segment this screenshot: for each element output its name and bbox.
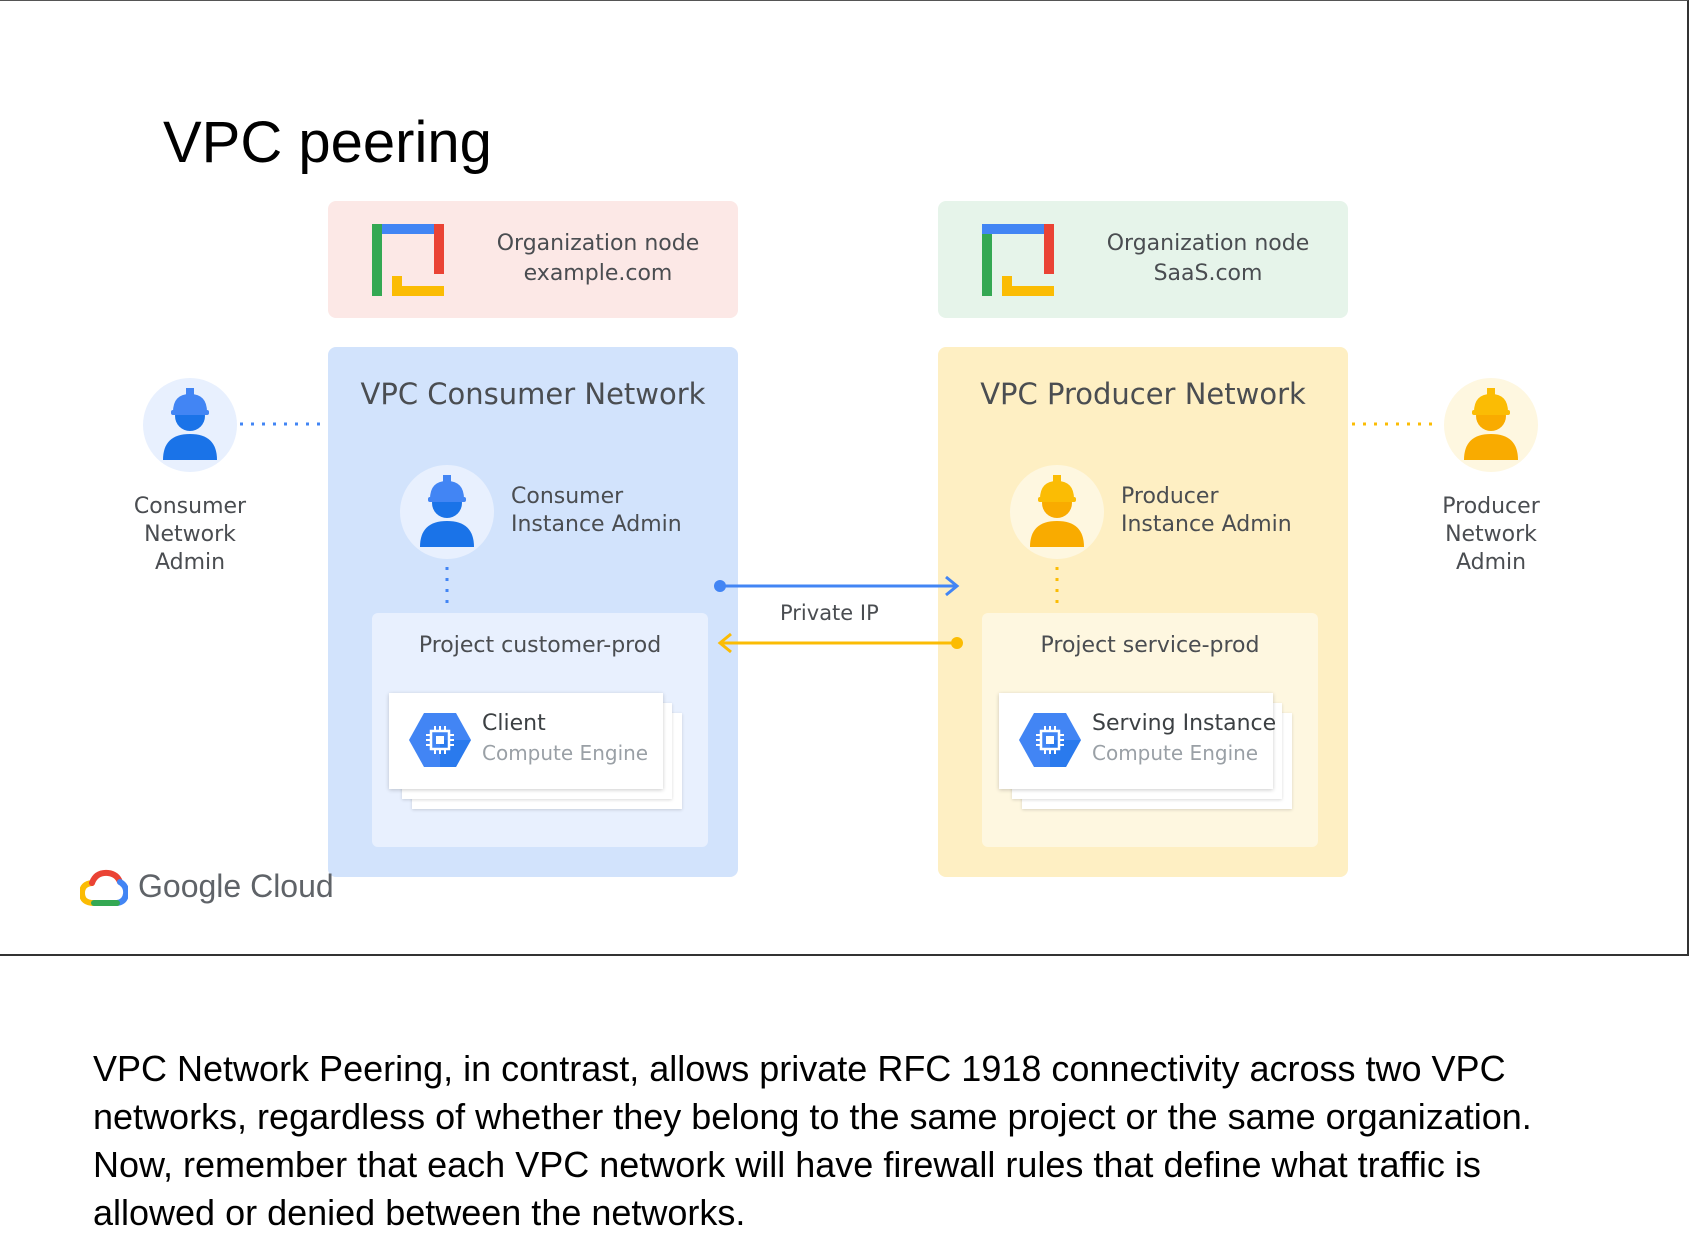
- producer-instance-admin-line2: Instance Admin: [1121, 512, 1292, 537]
- serving-instance-name: Serving Instance: [1092, 711, 1277, 736]
- producer-org-label-line2: SaaS.com: [1153, 261, 1263, 286]
- consumer-network-admin-line3: Admin: [154, 550, 226, 575]
- organization-icon: [982, 224, 1054, 296]
- consumer-network-admin-label: Consumer Network Admin: [110, 493, 270, 577]
- producer-instance-admin-avatar: [1010, 465, 1104, 559]
- consumer-network-title: VPC Consumer Network: [360, 377, 706, 411]
- connector-lines: [240, 422, 1440, 654]
- serving-instance-card: Serving Instance Compute Engine: [999, 693, 1277, 789]
- client-instance-name: Client: [482, 711, 546, 736]
- producer-instance-admin-label: Producer Instance Admin: [1121, 483, 1292, 539]
- private-ip-arrow-to-consumer: [717, 632, 963, 654]
- slide-title: VPC peering: [163, 110, 492, 175]
- producer-network-admin-label: Producer Network Admin: [1411, 493, 1571, 577]
- consumer-project-title: Project customer-prod: [418, 633, 662, 658]
- consumer-network-admin-line1: Consumer: [133, 494, 247, 519]
- consumer-instance-admin-line1: Consumer: [511, 484, 624, 509]
- compute-engine-icon: [409, 713, 471, 767]
- organization-icon: [372, 224, 444, 296]
- private-ip-arrow-to-producer: [714, 575, 960, 597]
- serving-instance-type: Compute Engine: [1092, 741, 1259, 765]
- consumer-org-label: Organization node example.com: [468, 229, 728, 289]
- producer-network-admin-line2: Network: [1445, 522, 1537, 547]
- client-instance-type: Compute Engine: [482, 741, 649, 765]
- admin-hardhat-icon: [163, 388, 217, 460]
- consumer-instance-admin-label: Consumer Instance Admin: [511, 483, 682, 539]
- consumer-org-node: Organization node example.com: [328, 201, 738, 318]
- consumer-network-admin-line2: Network: [144, 522, 236, 547]
- consumer-network-admin-avatar: [143, 378, 237, 472]
- private-ip-label: Private IP: [780, 601, 879, 625]
- producer-org-label: Organization node SaaS.com: [1078, 229, 1338, 289]
- admin-hardhat-icon: [1030, 475, 1084, 547]
- compute-engine-icon: [1019, 713, 1081, 767]
- consumer-org-label-line1: Organization node: [496, 231, 700, 256]
- consumer-org-label-line2: example.com: [523, 261, 673, 286]
- consumer-instance-admin-line2: Instance Admin: [511, 512, 682, 537]
- slide-caption: VPC Network Peering, in contrast, allows…: [93, 1048, 1532, 1233]
- google-cloud-wordmark: Google Cloud: [138, 868, 334, 904]
- producer-project-title: Project service-prod: [1040, 633, 1260, 658]
- google-cloud-logo-icon: [80, 869, 128, 906]
- producer-network-admin-avatar: [1444, 378, 1538, 472]
- producer-network-title: VPC Producer Network: [980, 377, 1306, 411]
- admin-hardhat-icon: [420, 475, 474, 547]
- producer-project: Project service-prod Serving Instance Co…: [982, 613, 1318, 847]
- consumer-project: Project customer-prod Client Compute Eng…: [372, 613, 708, 847]
- client-instance-card: Client Compute Engine: [389, 693, 663, 789]
- admin-hardhat-icon: [1464, 388, 1518, 460]
- producer-org-node: Organization node SaaS.com: [938, 201, 1348, 318]
- producer-instance-admin-line1: Producer: [1121, 484, 1219, 509]
- consumer-instance-admin-avatar: [400, 465, 494, 559]
- producer-network-admin-line3: Admin: [1455, 550, 1527, 575]
- diagram-slide: VPC peering Organization node example.co…: [0, 0, 1689, 956]
- producer-org-label-line1: Organization node: [1106, 231, 1310, 256]
- producer-network-admin-line1: Producer: [1442, 494, 1540, 519]
